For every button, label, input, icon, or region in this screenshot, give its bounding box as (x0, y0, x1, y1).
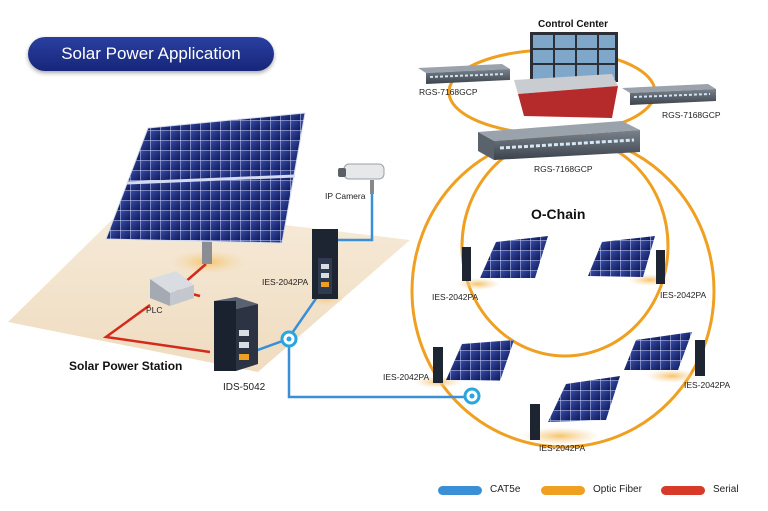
rgs-switch-left (418, 64, 510, 84)
rgs-left-front (426, 69, 510, 84)
plc-front (150, 279, 170, 306)
plc-side (170, 285, 194, 306)
page-title: Solar Power Application (28, 37, 274, 71)
ids-port-2 (239, 342, 249, 348)
station-ies-port-3 (321, 282, 329, 287)
station-ies-port-2 (321, 273, 329, 278)
control-center-label: Control Center (538, 19, 608, 30)
rgs-center-top (478, 121, 640, 141)
rgs-right-label: RGS-7168GCP (662, 110, 721, 120)
panel-outer-right (624, 332, 692, 370)
cat5e-ids-to-field (287, 339, 472, 399)
field-tracker-inner-right (588, 236, 672, 286)
rgs-left-label: RGS-7168GCP (419, 87, 478, 97)
ies-inner-left-label: IES-2042PA (432, 292, 479, 302)
cat5e-node-right-dot (469, 393, 475, 399)
rgs-right-front (630, 89, 716, 105)
plc-label: PLC (146, 305, 163, 315)
ies-bottom (530, 404, 540, 440)
o-chain-label: O-Chain (531, 206, 586, 222)
cat5e-node-left-dot (286, 336, 292, 342)
rgs-center-ports (499, 138, 635, 150)
console-desk-front (518, 86, 618, 118)
legend-cat5e-label: CAT5e (490, 484, 521, 495)
ies-bottom-label: IES-2042PA (539, 443, 586, 453)
ids-5042-label: IDS-5042 (223, 382, 266, 393)
ip-camera-label: IP Camera (325, 191, 366, 201)
ies-inner-left (462, 247, 471, 281)
legend-serial-swatch (661, 486, 705, 495)
video-wall-screens (533, 35, 615, 79)
legend-fiber-label: Optic Fiber (593, 484, 642, 495)
rgs-switch-right (622, 84, 716, 105)
ies-inner-right (656, 250, 665, 284)
tracker-array-seam (126, 174, 296, 185)
rgs-left-top (418, 64, 510, 73)
station-floor (8, 206, 410, 372)
plc-top (150, 271, 194, 293)
ies-outer-left-label: IES-2042PA (383, 372, 430, 382)
rgs-right-ports (633, 93, 711, 98)
ids-front (214, 301, 236, 371)
ids-side (236, 304, 258, 371)
serial-plc-to-ids (102, 303, 211, 354)
legend-fiber-swatch (541, 486, 585, 495)
ies-inner-right-label: IES-2042PA (660, 290, 707, 300)
console-desk-top (514, 74, 618, 94)
field-tracker-inner-left (456, 236, 548, 290)
field-tracker-bottom (520, 376, 620, 445)
panel-bottom (548, 376, 620, 422)
rgs-switch-center (478, 121, 640, 160)
ids-port-3 (239, 354, 249, 360)
legend-cat5e-swatch (438, 486, 482, 495)
station-label: Solar Power Station (69, 359, 183, 373)
ies-outer-left (433, 347, 443, 383)
legend-serial-label: Serial (713, 484, 739, 495)
panel-inner-right (588, 236, 655, 277)
plc-device (150, 271, 194, 306)
field-tracker-outer-left (414, 340, 514, 388)
rgs-center-front (478, 132, 494, 160)
tracker-panel-array (105, 112, 306, 244)
control-center-console (514, 32, 618, 118)
station-ies-port-1 (321, 264, 329, 269)
panel-outer-left (446, 340, 514, 381)
station-ies-label: IES-2042PA (262, 277, 309, 287)
camera-lens (338, 168, 346, 177)
rgs-left-ports (429, 73, 506, 78)
ids-port-1 (239, 330, 249, 336)
ip-camera (338, 163, 385, 194)
camera-mount (370, 180, 374, 194)
field-tracker-outer-right (624, 332, 705, 383)
camera-body (343, 163, 385, 180)
station-ies-switch (312, 229, 338, 299)
ids-5042-device (214, 297, 258, 371)
station-solar-tracker (105, 112, 306, 264)
tracker-post (202, 222, 212, 264)
ies-outer-right (695, 340, 705, 376)
panel-inner-left (480, 236, 548, 278)
cat5e-ies-to-camera (330, 190, 374, 242)
ies-outer-right-label: IES-2042PA (684, 380, 731, 390)
rgs-center-label: RGS-7168GCP (534, 164, 593, 174)
rgs-right-top (622, 84, 716, 93)
